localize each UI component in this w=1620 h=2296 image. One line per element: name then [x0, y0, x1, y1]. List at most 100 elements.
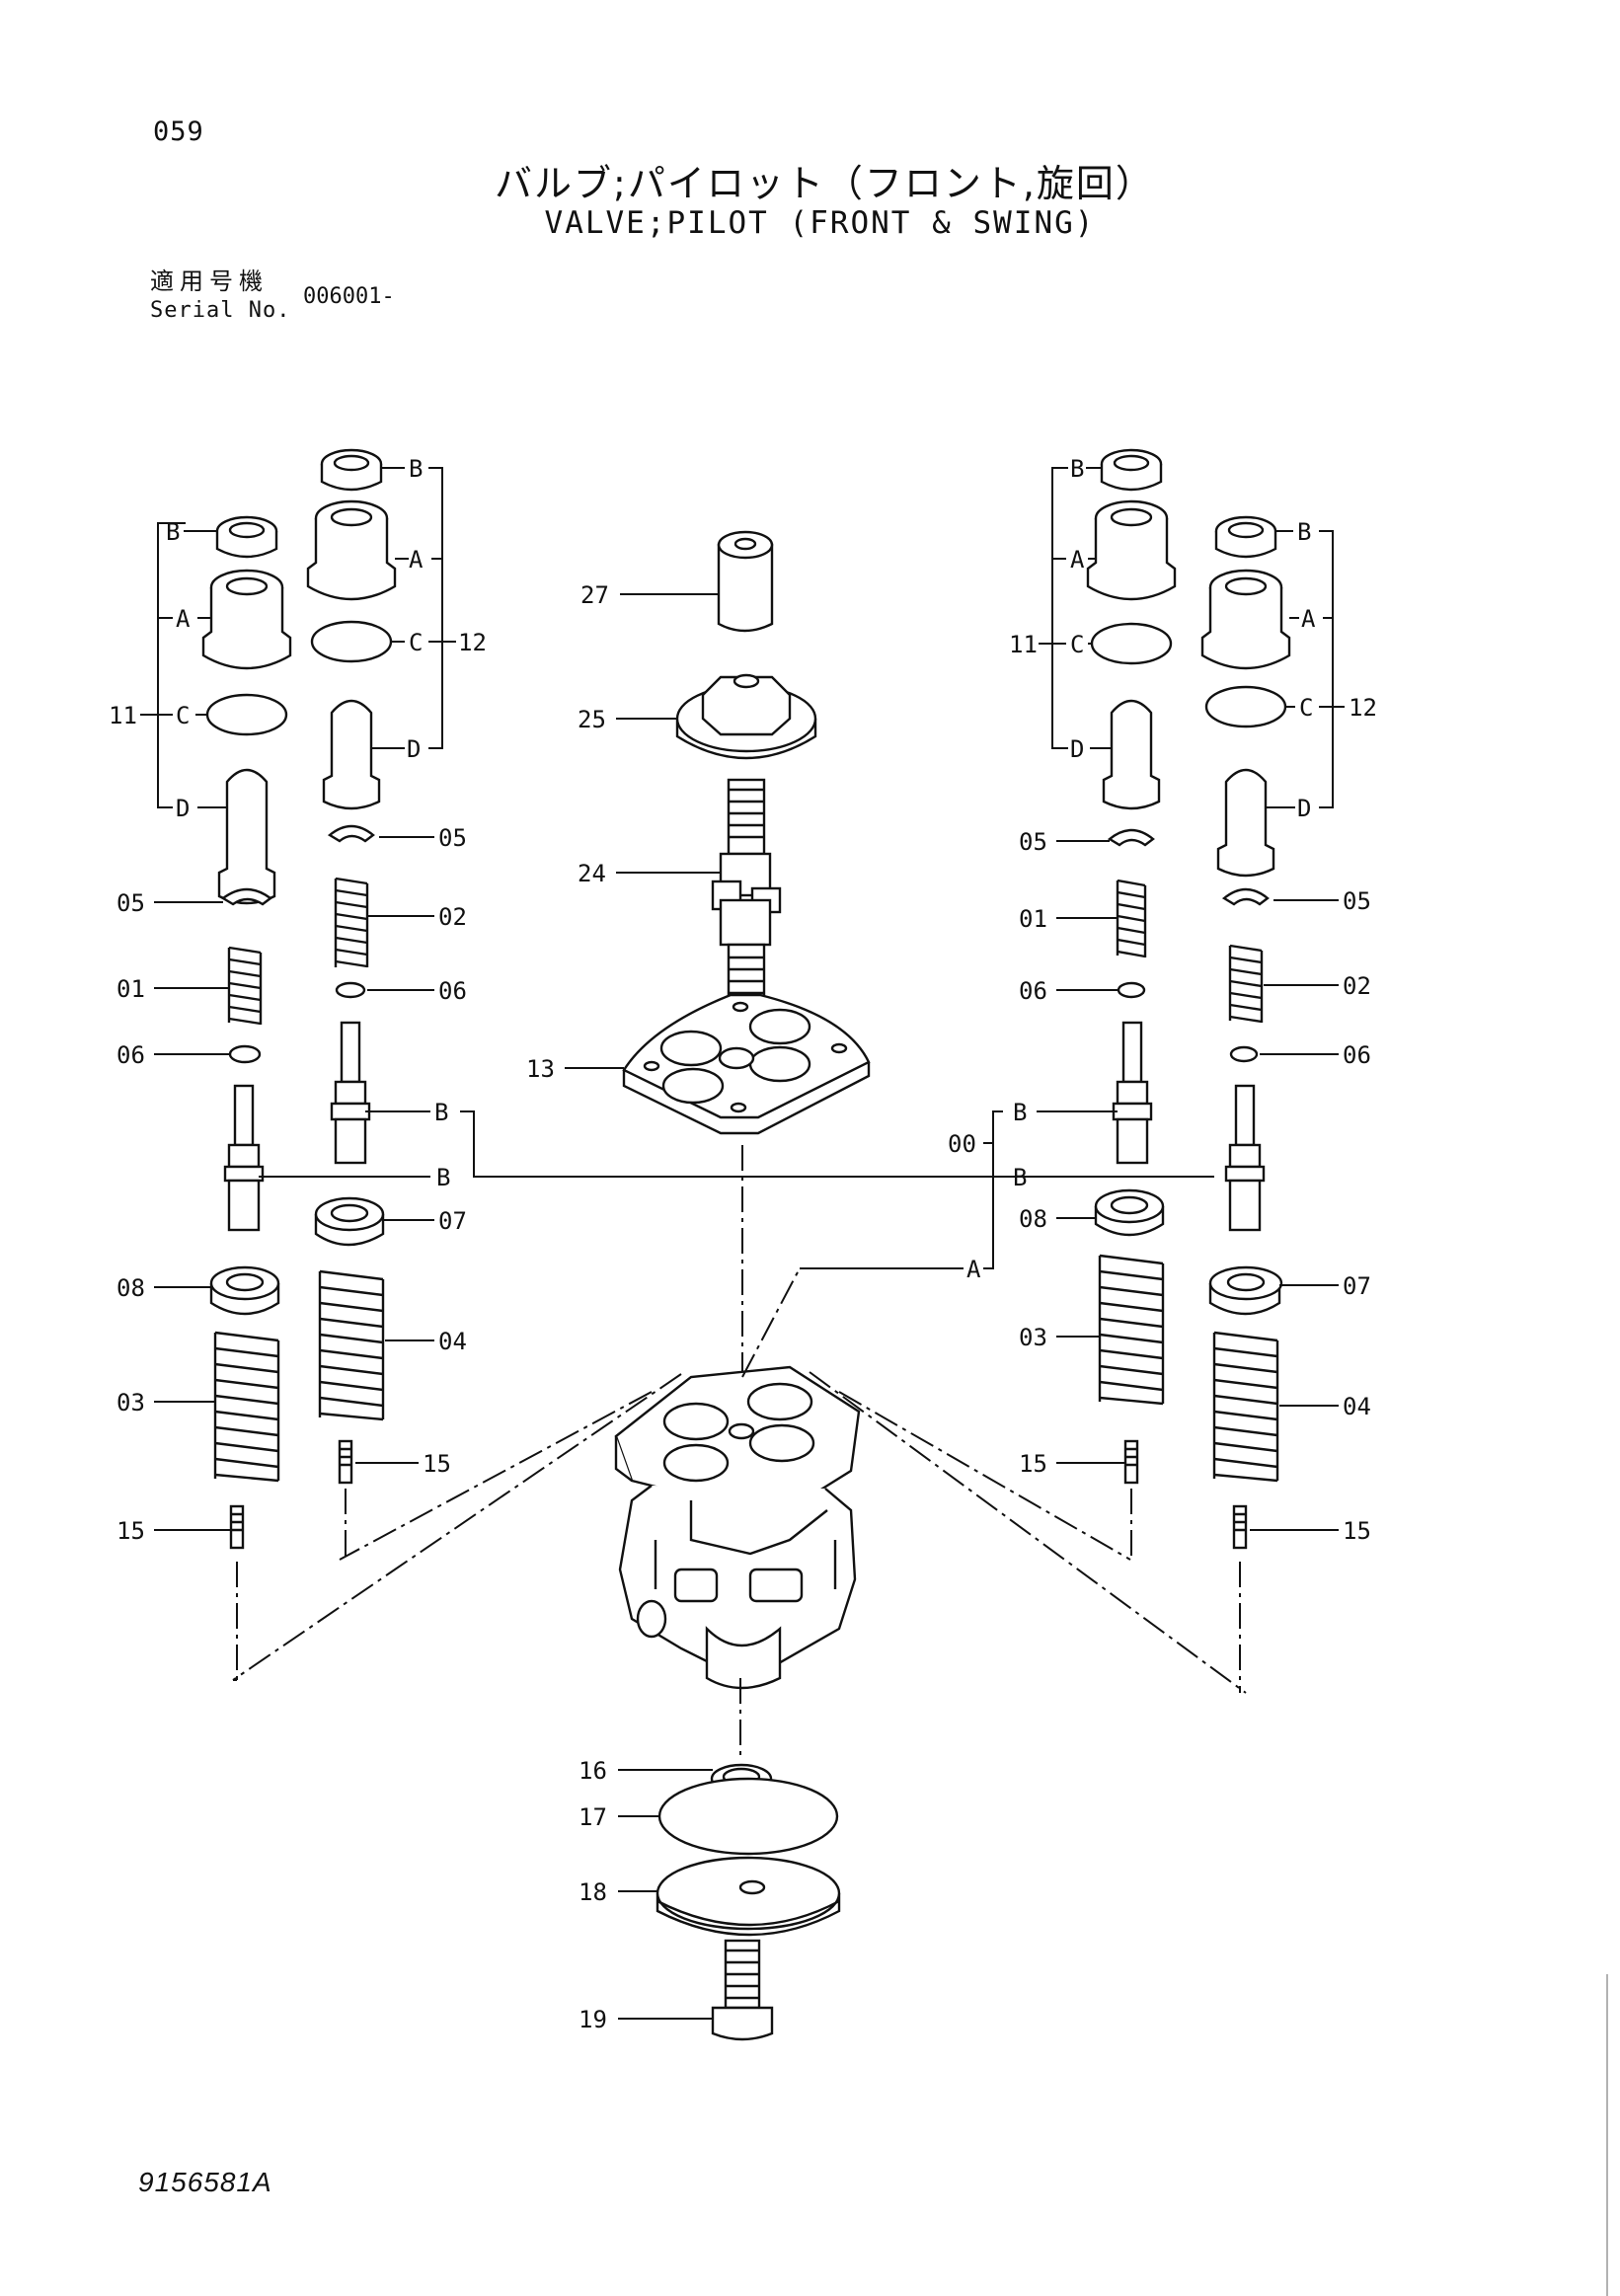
right-col2-nut-07 — [1208, 1265, 1283, 1316]
left-col2-sleeve-A — [306, 499, 397, 601]
callout-left-11: 11 — [109, 702, 137, 729]
callout-right-Ba: B — [1013, 1099, 1027, 1126]
callout-left-Ba: B — [434, 1099, 448, 1126]
callout-17: 17 — [579, 1803, 607, 1831]
callout-right-05a: 05 — [1019, 828, 1047, 856]
page-number: 059 — [153, 116, 204, 147]
callout-27: 27 — [580, 581, 609, 609]
callout-left-02: 02 — [438, 903, 467, 931]
callout-left-col1-D: D — [176, 795, 190, 822]
left-col1-washer-06 — [228, 1044, 262, 1064]
callout-right-07: 07 — [1343, 1272, 1371, 1300]
part-19-bolt — [711, 1939, 774, 2041]
callout-left-08: 08 — [116, 1274, 145, 1302]
left-col2-plunger-D — [322, 699, 381, 810]
callout-left-15a: 15 — [116, 1517, 145, 1545]
left-col2-o-ring-C — [310, 620, 393, 663]
right-col2-sleeve-A — [1200, 569, 1291, 670]
right-col2-retainer-05 — [1221, 887, 1270, 906]
left-col2-cap-B — [320, 448, 383, 492]
part-17-o-ring — [657, 1777, 839, 1856]
callout-right-A: A — [966, 1256, 981, 1283]
part-25-adjust-nut — [675, 673, 817, 760]
callout-right-Bb: B — [1013, 1164, 1027, 1191]
callout-left-06b: 06 — [438, 977, 467, 1005]
callout-left-col1-A: A — [176, 605, 191, 633]
right-col1-cap-B — [1100, 448, 1163, 492]
callout-left-06a: 06 — [116, 1041, 145, 1069]
callout-right-06b: 06 — [1343, 1041, 1371, 1069]
callout-left-Bb: B — [436, 1164, 450, 1191]
callout-right-col1-D: D — [1070, 735, 1084, 763]
right-col1-spool-B — [1112, 1021, 1153, 1165]
callout-right-15a: 15 — [1019, 1450, 1047, 1478]
left-col1-o-ring-C — [205, 693, 288, 736]
part-13-plate — [622, 993, 871, 1135]
left-col1-nut-08 — [209, 1265, 280, 1316]
left-col2-spring-02 — [334, 877, 369, 968]
left-col2-pin-15 — [338, 1439, 353, 1485]
callout-right-00: 00 — [948, 1130, 976, 1158]
left-col1-spool-B — [223, 1084, 265, 1232]
callout-left-col2-C: C — [409, 629, 423, 656]
callout-right-col2-D: D — [1297, 795, 1311, 822]
callout-left-col1-B: B — [166, 518, 180, 546]
right-col1-sleeve-A — [1086, 499, 1177, 601]
right-col1-plunger-D — [1102, 699, 1161, 810]
valve-body-casing — [614, 1365, 861, 1690]
callout-right-col1-A: A — [1070, 546, 1085, 574]
callout-left-05a: 05 — [116, 889, 145, 917]
callout-right-col1-C: C — [1070, 631, 1084, 658]
left-col2-spool-B — [330, 1021, 371, 1165]
callout-left-05b: 05 — [438, 824, 467, 852]
right-col2-spring-02 — [1228, 944, 1264, 1024]
callout-right-02: 02 — [1343, 972, 1371, 1000]
right-col1-spring-01 — [1116, 879, 1147, 958]
right-col2-washer-06 — [1229, 1045, 1259, 1063]
callout-right-05b: 05 — [1343, 887, 1371, 915]
callout-left-07: 07 — [438, 1207, 467, 1235]
callout-right-12: 12 — [1349, 694, 1377, 722]
right-col1-pin-15 — [1123, 1439, 1139, 1485]
serial-number-value: 006001- — [303, 284, 395, 309]
left-col1-plunger-D — [217, 768, 276, 905]
callout-right-03: 03 — [1019, 1324, 1047, 1351]
serial-label-english: Serial No. — [150, 298, 291, 323]
left-col2-nut-07 — [314, 1196, 385, 1247]
callout-right-04: 04 — [1343, 1393, 1371, 1420]
right-col1-washer-06 — [1117, 981, 1146, 999]
part-24-joint — [711, 778, 782, 1026]
part-18-plug — [656, 1856, 841, 1937]
callout-left-col2-B: B — [409, 455, 423, 483]
right-col2-spring-04 — [1212, 1331, 1279, 1483]
left-col1-pin-15 — [229, 1504, 245, 1550]
callout-18: 18 — [579, 1878, 607, 1906]
left-col1-retainer-05 — [220, 887, 273, 906]
left-col1-sleeve-A — [201, 569, 292, 670]
left-col2-washer-06 — [335, 981, 366, 999]
right-col2-spool-B — [1224, 1084, 1266, 1232]
serial-label-japanese: 適用号機 — [150, 268, 269, 295]
callout-left-03: 03 — [116, 1389, 145, 1416]
callout-right-08: 08 — [1019, 1205, 1047, 1233]
callout-right-11: 11 — [1009, 631, 1038, 658]
left-col2-retainer-05 — [327, 824, 375, 843]
callout-25: 25 — [578, 706, 606, 733]
right-col2-pin-15 — [1232, 1504, 1248, 1550]
callout-left-col2-D: D — [407, 735, 421, 763]
callout-24: 24 — [578, 860, 606, 887]
callout-19: 19 — [579, 2006, 607, 2033]
right-col1-nut-08 — [1094, 1188, 1165, 1237]
title-english: VALVE;PILOT (FRONT & SWING) — [544, 205, 1096, 241]
part-27-sleeve — [717, 530, 774, 633]
callout-left-col1-C: C — [176, 702, 190, 729]
right-col1-o-ring-C — [1090, 622, 1173, 665]
left-col1-spring-03 — [213, 1331, 280, 1483]
callout-left-04: 04 — [438, 1328, 467, 1355]
right-col2-o-ring-C — [1204, 685, 1287, 728]
callout-right-01: 01 — [1019, 905, 1047, 933]
callout-16: 16 — [579, 1757, 607, 1785]
callout-right-15b: 15 — [1343, 1517, 1371, 1545]
callout-right-06a: 06 — [1019, 977, 1047, 1005]
